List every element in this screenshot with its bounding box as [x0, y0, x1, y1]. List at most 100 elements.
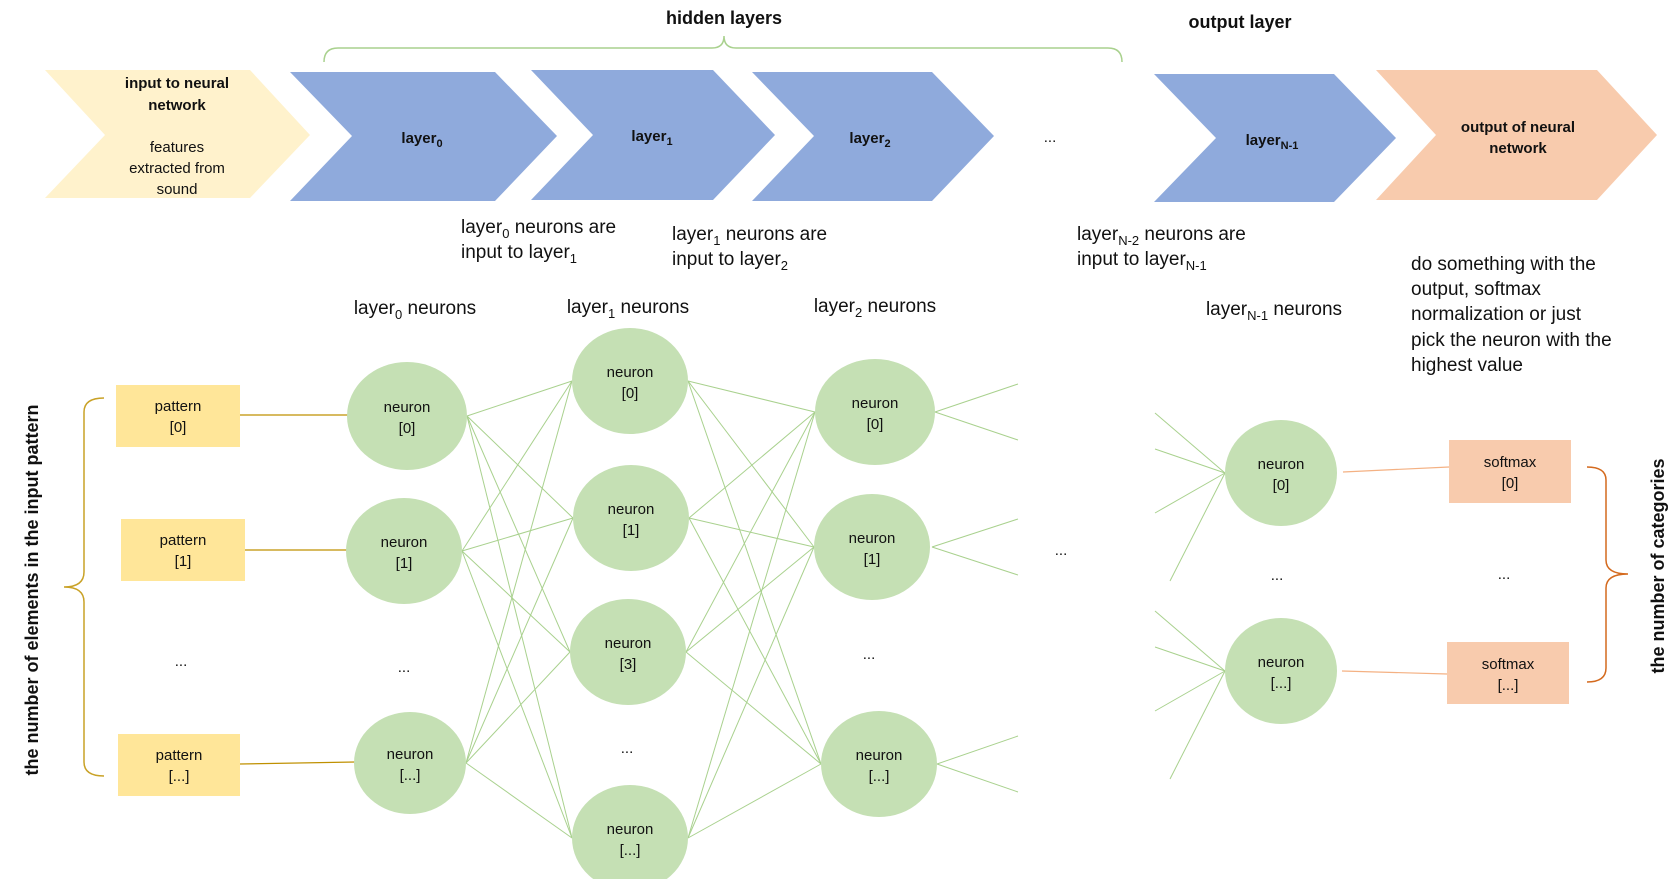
neuron-layerN1-n-line1: neuron: [1258, 654, 1305, 671]
input-chevron-line2: network: [148, 97, 206, 114]
softmax-link-0: [1342, 466, 1450, 473]
softmax-box-n-line1: softmax: [1482, 656, 1535, 673]
connection-line-25: [934, 411, 1019, 441]
pattern-box-1: [121, 519, 245, 581]
connection-line-33: [1154, 412, 1226, 474]
layer1-chevron-label: layer1: [631, 128, 672, 148]
connection-line-8: [465, 380, 573, 764]
softmax-box-0: [1449, 440, 1571, 503]
pattern-box-0: [116, 385, 240, 447]
neuron-layer1-ellipsis: ...: [621, 740, 634, 757]
neuron-layer1-3: [570, 599, 686, 705]
annotation-layer1-line2: input to layer2: [672, 249, 788, 273]
input-chevron-line4: extracted from: [129, 160, 225, 177]
neuron-layer2-1-line1: neuron: [849, 530, 896, 547]
neuron-layerN1-ellipsis: ...: [1271, 567, 1284, 584]
softmax-box-0-line2: [0]: [1502, 475, 1519, 492]
softmax-box-n: [1447, 642, 1569, 704]
neuron-layer1-0-line2: [0]: [622, 385, 639, 402]
softmax-ellipsis: ...: [1498, 566, 1511, 583]
connection-line-26: [931, 518, 1019, 548]
left-brace: [63, 397, 105, 777]
layerN1-chevron-label: layerN-1: [1246, 132, 1299, 152]
neuron-layer1-n-line2: [...]: [620, 842, 641, 859]
neuron-layer0-1-line1: neuron: [381, 534, 428, 551]
column-label-layerN1: layerN-1 neurons: [1206, 299, 1342, 323]
connection-line-36: [1169, 670, 1226, 780]
connection-line-30: [1154, 448, 1226, 474]
output-chevron-line1: output of neural: [1461, 119, 1575, 136]
connection-line-4: [461, 380, 573, 552]
pattern-box-1-line2: [1]: [175, 553, 192, 570]
chevron-ellipsis: ...: [1044, 129, 1057, 146]
annotation-layer0-line1: layer0 neurons are: [461, 217, 616, 241]
connection-line-22: [687, 546, 815, 839]
pattern-box-n-line2: [...]: [169, 768, 190, 785]
neuron-layer1-1-line2: [1]: [623, 522, 640, 539]
column-label-layer2: layer2 neurons: [814, 296, 936, 320]
neuron-layer2-ellipsis: ...: [863, 646, 876, 663]
layer1-chevron: [531, 70, 775, 200]
connection-line-13: [687, 380, 815, 548]
output-note-line1: do something with the: [1411, 254, 1596, 275]
annotation-layerN2-line1: layerN-2 neurons are: [1077, 224, 1246, 248]
connection-line-0: [466, 380, 573, 417]
neuron-layer0-0-line2: [0]: [399, 420, 416, 437]
connection-line-10: [465, 651, 571, 764]
neuron-layer1-3-line2: [3]: [620, 656, 637, 673]
connection-line-3: [466, 415, 573, 839]
neuron-layer0-0: [347, 362, 467, 470]
annotation-layer0-line2: input to layer1: [461, 242, 577, 266]
neuron-layer2-n-line1: neuron: [856, 747, 903, 764]
neuron-layer2-0-line1: neuron: [852, 395, 899, 412]
pattern-ellipsis: ...: [175, 653, 188, 670]
connection-line-34: [1154, 646, 1226, 672]
connection-line-29: [936, 763, 1019, 793]
connection-line-23: [687, 763, 822, 839]
neuron-layer2-0-line2: [0]: [867, 416, 884, 433]
layer0-chevron: [290, 72, 557, 201]
input-chevron: [45, 70, 310, 198]
annotation-layer1-line1: layer1 neurons are: [672, 224, 827, 248]
middle-ellipsis: ...: [1055, 542, 1068, 559]
neuron-layerN1-0: [1225, 420, 1337, 526]
connection-line-9: [465, 517, 574, 764]
pattern-link-n: [239, 761, 356, 765]
pattern-box-0-line2: [0]: [170, 419, 187, 436]
connection-line-18: [685, 411, 816, 653]
neuron-layer0-ellipsis: ...: [398, 659, 411, 676]
connection-line-20: [685, 651, 822, 765]
layer2-chevron-label: layer2: [849, 130, 890, 150]
neuron-layer2-1-line2: [1]: [864, 551, 881, 568]
connection-line-1: [466, 415, 574, 519]
connection-line-31: [1154, 472, 1226, 514]
neuron-layer1-3-line1: neuron: [605, 635, 652, 652]
layer0-chevron-label: layer0: [401, 130, 442, 150]
neuron-layer1-0: [572, 328, 688, 434]
input-chevron-line1: input to neural: [125, 75, 229, 92]
neuron-layer0-n-line2: [...]: [400, 767, 421, 784]
connection-line-7: [461, 550, 573, 839]
neuron-layer2-n: [821, 711, 937, 817]
output-note-line5: highest value: [1411, 355, 1523, 376]
left-vertical-label: the number of elements in the input patt…: [22, 404, 42, 775]
output-chevron-line2: network: [1489, 140, 1547, 157]
neuron-layer2-0: [815, 359, 935, 465]
connection-line-5: [461, 517, 574, 552]
hidden-layers-brace: [323, 35, 1123, 63]
connection-line-19: [685, 546, 815, 653]
neuron-layer2-n-line2: [...]: [869, 768, 890, 785]
connection-line-37: [1154, 610, 1226, 672]
pattern-box-n: [118, 734, 240, 796]
output-note-line4: pick the neuron with the: [1411, 330, 1612, 351]
neuron-layerN1-0-line1: neuron: [1258, 456, 1305, 473]
pattern-box-0-line1: pattern: [155, 398, 202, 415]
neuron-layer0-n: [354, 712, 466, 814]
neuron-layerN1-n-line2: [...]: [1271, 675, 1292, 692]
connection-line-27: [931, 546, 1019, 576]
connection-line-21: [687, 411, 816, 839]
connection-line-11: [465, 762, 573, 839]
softmax-box-0-line1: softmax: [1484, 454, 1537, 471]
hidden-layers-label: hidden layers: [666, 8, 782, 28]
